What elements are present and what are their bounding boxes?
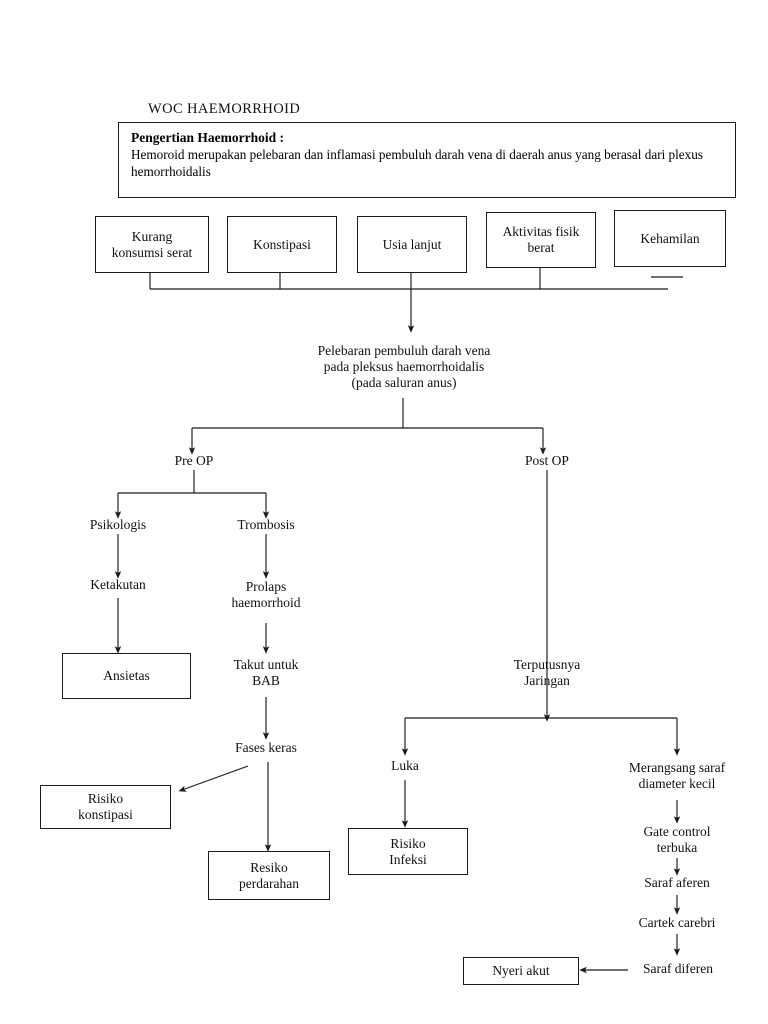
node-terputusnya-jaringan: Terputusnya Jaringan [513, 657, 581, 688]
node-fases-keras: Fases keras [235, 739, 297, 755]
node-cartek-carebri: Cartek carebri [638, 914, 716, 930]
node-trombosis: Trombosis [237, 516, 295, 532]
node-saraf-aferen: Saraf aferen [644, 874, 710, 890]
node-merangsang-saraf-diameter-kecil: Merangsang saraf diameter kecil [628, 760, 726, 791]
node-gate-control-terbuka: Gate control terbuka [643, 824, 711, 855]
node-psikologis: Psikologis [89, 516, 147, 532]
definition-body: Hemoroid merupakan pelebaran dan inflama… [131, 146, 703, 179]
page-title: WOC HAEMORRHOID [148, 101, 301, 117]
node-ketakutan: Ketakutan [90, 576, 146, 592]
risk-factor-kehamilan: Kehamilan [614, 210, 726, 267]
definition-box: Pengertian Haemorrhoid : Hemoroid merupa… [118, 122, 736, 198]
risk-factor-aktivitas-fisik-berat: Aktivitas fisik berat [486, 212, 596, 268]
node-post-op: Post OP [525, 452, 569, 468]
risk-factor-kurang-konsumsi-serat: Kurang konsumsi serat [95, 216, 209, 273]
node-pelebaran-pembuluh-darah: Pelebaran pembuluh darah vena pada pleks… [317, 343, 491, 390]
definition-heading: Pengertian Haemorrhoid : [131, 130, 284, 145]
outcome-ansietas: Ansietas [62, 653, 191, 699]
outcome-risiko-infeksi: Risiko Infeksi [348, 828, 468, 875]
outcome-risiko-konstipasi: Risiko konstipasi [40, 785, 171, 829]
node-luka: Luka [391, 757, 419, 773]
risk-factor-konstipasi: Konstipasi [227, 216, 337, 273]
node-saraf-diferen: Saraf diferen [642, 960, 714, 976]
risk-factor-usia-lanjut: Usia lanjut [357, 216, 467, 273]
node-pre-op: Pre OP [174, 452, 214, 468]
node-takut-untuk-bab: Takut untuk BAB [233, 657, 299, 688]
outcome-nyeri-akut: Nyeri akut [463, 957, 579, 985]
node-prolaps-haemorrhoid: Prolaps haemorrhoid [231, 579, 301, 610]
outcome-resiko-perdarahan: Resiko perdarahan [208, 851, 330, 900]
